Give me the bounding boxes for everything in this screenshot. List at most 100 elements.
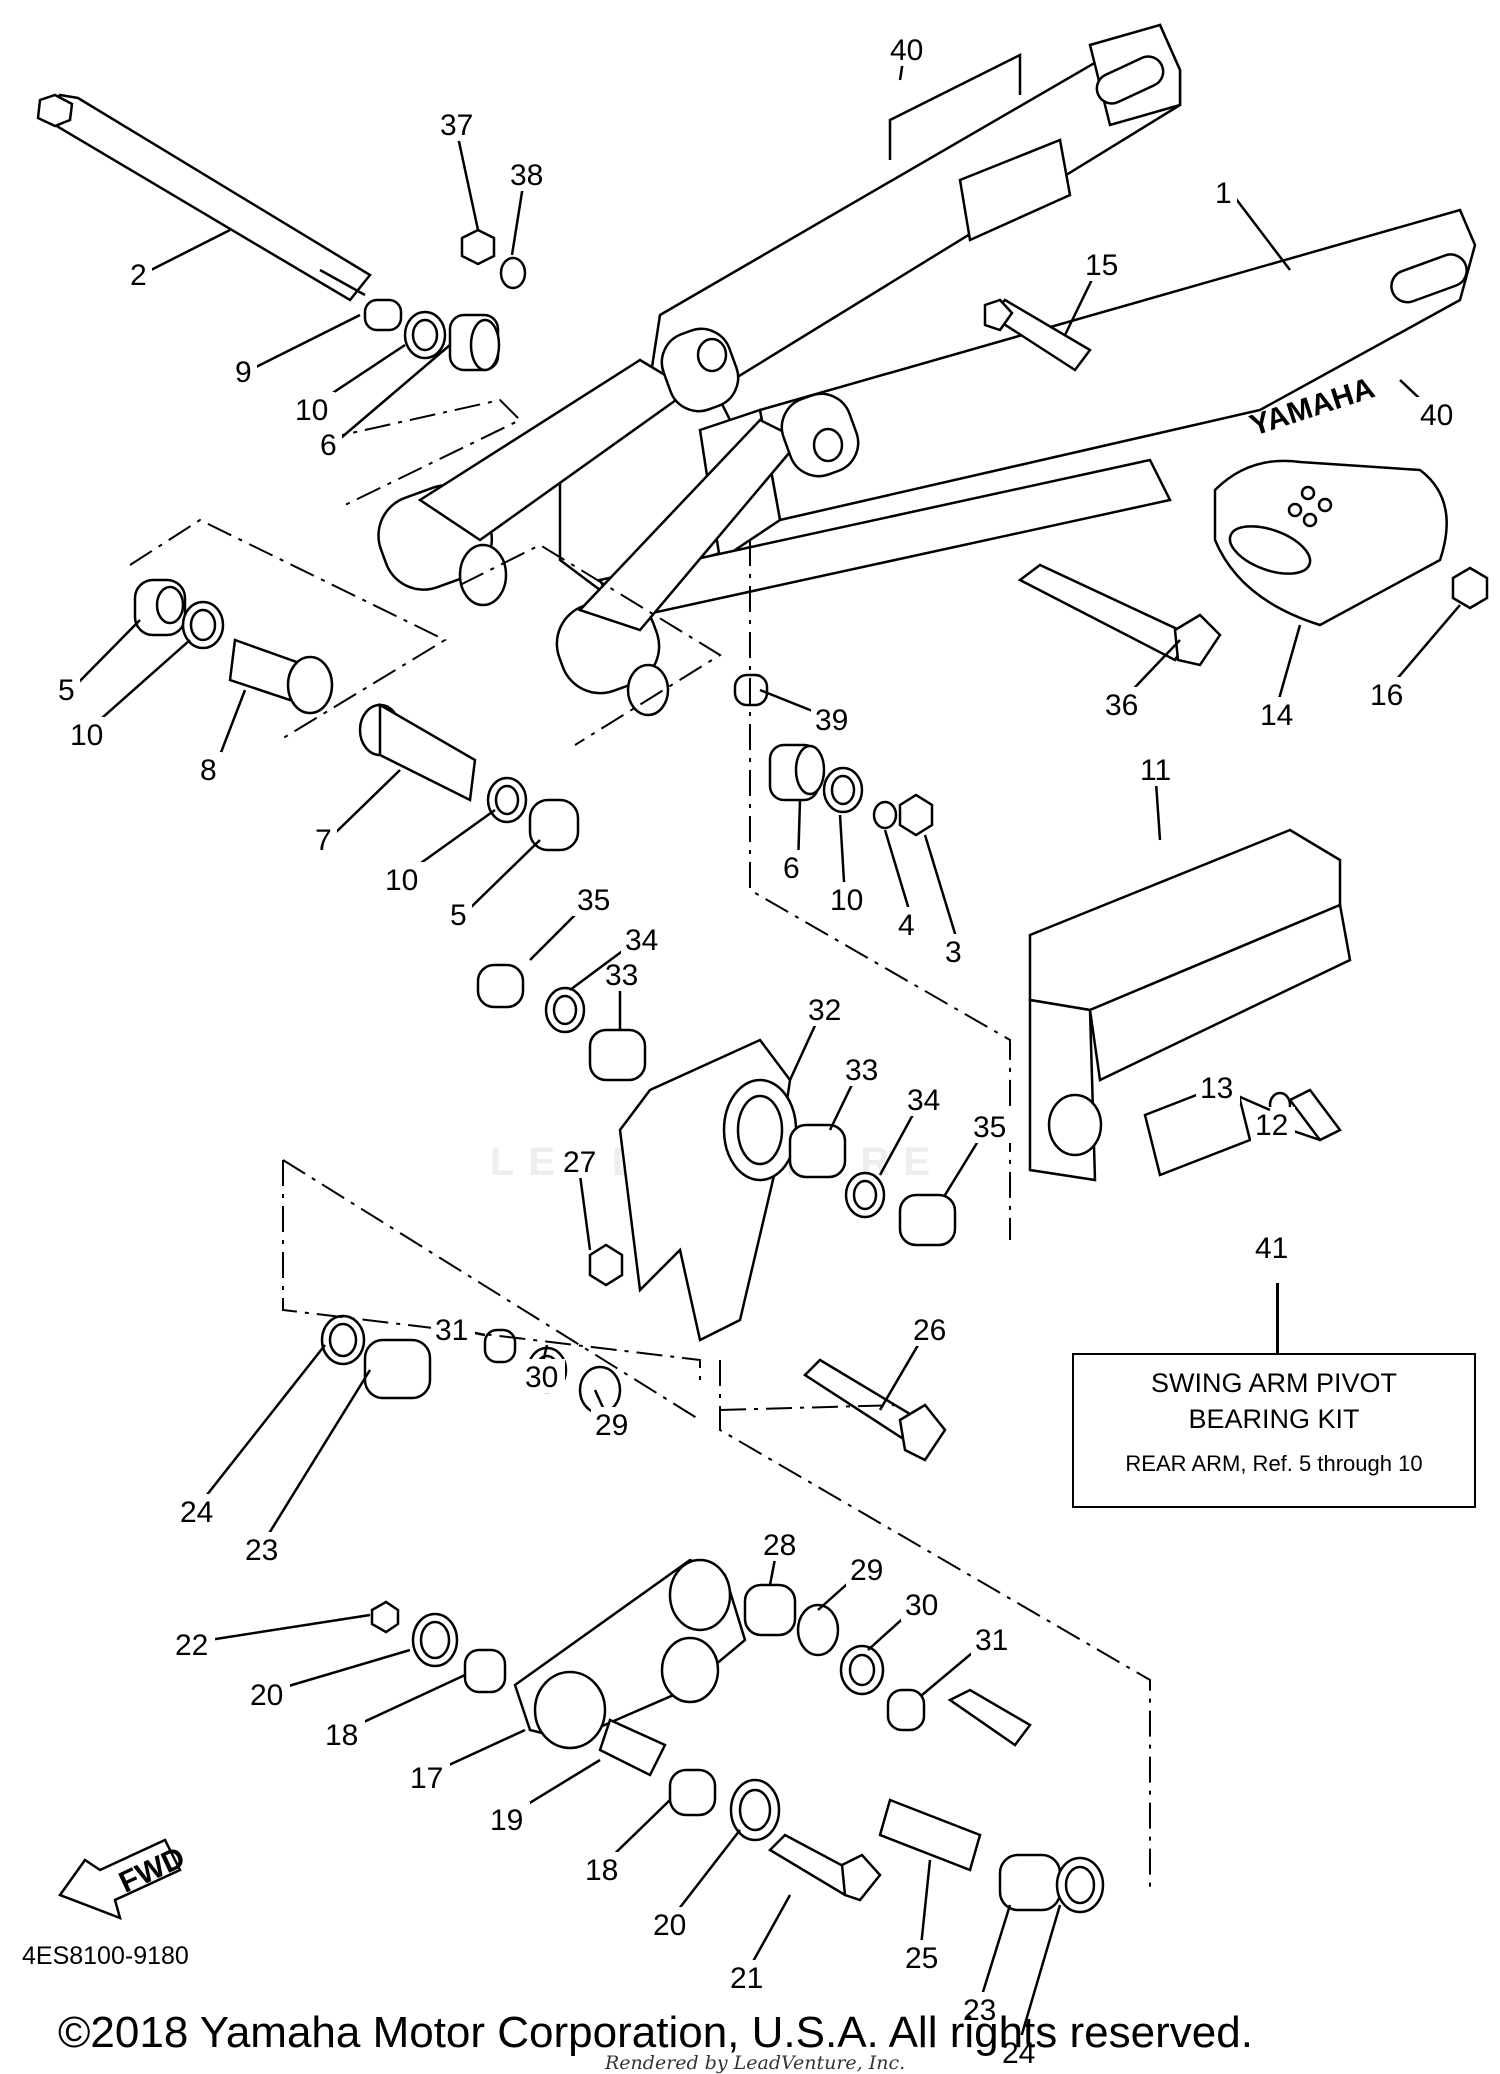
- callout-c37: 37: [440, 109, 473, 142]
- callout-bg-c24b: [998, 2035, 1042, 2069]
- leader-line-c9: [249, 313, 361, 372]
- callout-c30b: 30: [905, 1589, 938, 1622]
- reference-code: 4ES8100-9180: [22, 1942, 189, 1970]
- callout-c25: 25: [905, 1942, 938, 1975]
- callout-c39: 39: [815, 704, 848, 737]
- callout-bg-c7: [311, 822, 337, 856]
- callout-bg-c18b: [581, 1852, 625, 1886]
- callout-c38: 38: [510, 159, 543, 192]
- callout-bg-c39: [811, 702, 855, 736]
- callout-bg-c21: [726, 1960, 770, 1994]
- bearing-kit-box: SWING ARM PIVOT BEARING KIT REAR ARM, Re…: [1072, 1353, 1476, 1508]
- leader-line-c6a: [334, 344, 451, 444]
- callout-c3: 3: [945, 936, 962, 969]
- callout-bg-c40b: [1416, 397, 1460, 431]
- chain-support: [1028, 828, 1352, 1182]
- leader-line-c2: [144, 228, 231, 275]
- callout-c40b: 40: [1420, 399, 1453, 432]
- callout-c1: 1: [1215, 177, 1232, 210]
- callout-bg-c26: [909, 1312, 953, 1346]
- callouts: 1234556678910101010111213141516171818192…: [54, 32, 1461, 2070]
- callout-bg-c3: [941, 934, 967, 968]
- callout-c26: 26: [913, 1314, 946, 1347]
- callout-bg-c6b: [779, 850, 805, 884]
- callout-bg-c34b: [903, 1082, 947, 1116]
- callout-c20b: 20: [653, 1909, 686, 1942]
- callout-c11: 11: [1140, 754, 1171, 787]
- callout-c34b: 34: [907, 1084, 940, 1117]
- callout-c2: 2: [130, 259, 147, 292]
- callout-c12: 12: [1255, 1109, 1288, 1142]
- callout-bg-c10a: [66, 717, 110, 751]
- callout-bg-c10c: [381, 862, 425, 896]
- bolt-15: [983, 298, 1092, 372]
- callout-c10a: 10: [70, 719, 103, 752]
- callout-c20a: 20: [250, 1679, 283, 1712]
- callout-bg-c12: [1251, 1107, 1295, 1141]
- callout-bg-c34a: [621, 922, 665, 956]
- callout-bg-c23b: [959, 1992, 1003, 2026]
- kit-leader-line: [1276, 1283, 1279, 1353]
- callout-c29a: 29: [595, 1409, 628, 1442]
- chain-guide: [1213, 459, 1448, 627]
- callout-c10d: 10: [830, 884, 863, 917]
- callout-c33b: 33: [845, 1054, 878, 1087]
- callout-c40a: 40: [890, 34, 923, 67]
- callout-c9: 9: [235, 356, 252, 389]
- callout-c6b: 6: [783, 852, 800, 885]
- swing-arm: [377, 23, 1477, 717]
- callout-bg-c4: [894, 907, 920, 941]
- callout-bg-c32: [804, 992, 848, 1026]
- callout-bg-c10b: [291, 392, 335, 426]
- callout-c14: 14: [1260, 699, 1293, 732]
- callout-bg-c11: [1136, 752, 1180, 786]
- pivot-shaft: [36, 93, 372, 302]
- callout-bg-c5a: [54, 672, 80, 706]
- callout-bg-c23a: [241, 1532, 285, 1566]
- callout-c27: 27: [563, 1146, 596, 1179]
- callout-bg-c13: [1196, 1070, 1240, 1104]
- leader-line-c23a: [258, 1369, 372, 1549]
- callout-c19: 19: [490, 1804, 523, 1837]
- callout-bg-c9: [231, 354, 257, 388]
- relay-arm-group: [320, 1314, 1105, 1914]
- kit-subtitle: REAR ARM, Ref. 5 through 10: [1125, 1451, 1423, 1476]
- callout-bg-c20b: [649, 1907, 693, 1941]
- callout-bg-c2: [126, 257, 152, 291]
- callout-c8: 8: [200, 754, 217, 787]
- callout-bg-c19: [486, 1802, 530, 1836]
- leader-line-c5a: [72, 619, 141, 689]
- leader-line-c22: [189, 1613, 371, 1645]
- leader-line-c7: [329, 769, 401, 839]
- callout-c24a: 24: [180, 1496, 213, 1529]
- callout-bg-c30b: [901, 1587, 945, 1621]
- rendered-by: Rendered by LeadVenture, Inc.: [605, 2052, 906, 2074]
- callout-c6a: 6: [320, 429, 337, 462]
- callout-c36: 36: [1105, 689, 1138, 722]
- callout-c15: 15: [1085, 249, 1118, 282]
- callout-c31a: 31: [435, 1314, 468, 1347]
- kit-title-line2: BEARING KIT: [1188, 1404, 1360, 1434]
- callout-bg-c31a: [431, 1312, 475, 1346]
- callout-c18b: 18: [585, 1854, 618, 1887]
- callout-bg-c6a: [316, 427, 342, 461]
- callout-bg-c36: [1101, 687, 1145, 721]
- callout-bg-c29a: [591, 1407, 635, 1441]
- callout-c31b: 31: [975, 1624, 1008, 1657]
- callout-bg-c35b: [969, 1109, 1013, 1143]
- callout-bg-c8: [196, 752, 222, 786]
- copyright: ©2018 Yamaha Motor Corporation, U.S.A. A…: [58, 2008, 1253, 2057]
- callout-bg-c15: [1081, 247, 1125, 281]
- leader-line-c1: [1229, 190, 1291, 271]
- kit-title-line1: SWING ARM PIVOT: [1150, 1368, 1398, 1398]
- callout-c23a: 23: [245, 1534, 278, 1567]
- callout-c24b: 24: [1002, 2037, 1035, 2070]
- callout-c21: 21: [730, 1962, 763, 1995]
- leader-line-c23b: [976, 1904, 1012, 2009]
- fwd-arrow: [58, 1838, 182, 1921]
- kit-number: 41: [1255, 1232, 1289, 1265]
- callout-c5b: 5: [450, 899, 467, 932]
- bracket-40: [888, 52, 1022, 160]
- leader-line-c3: [923, 834, 962, 951]
- leader-line-c5b: [464, 839, 541, 914]
